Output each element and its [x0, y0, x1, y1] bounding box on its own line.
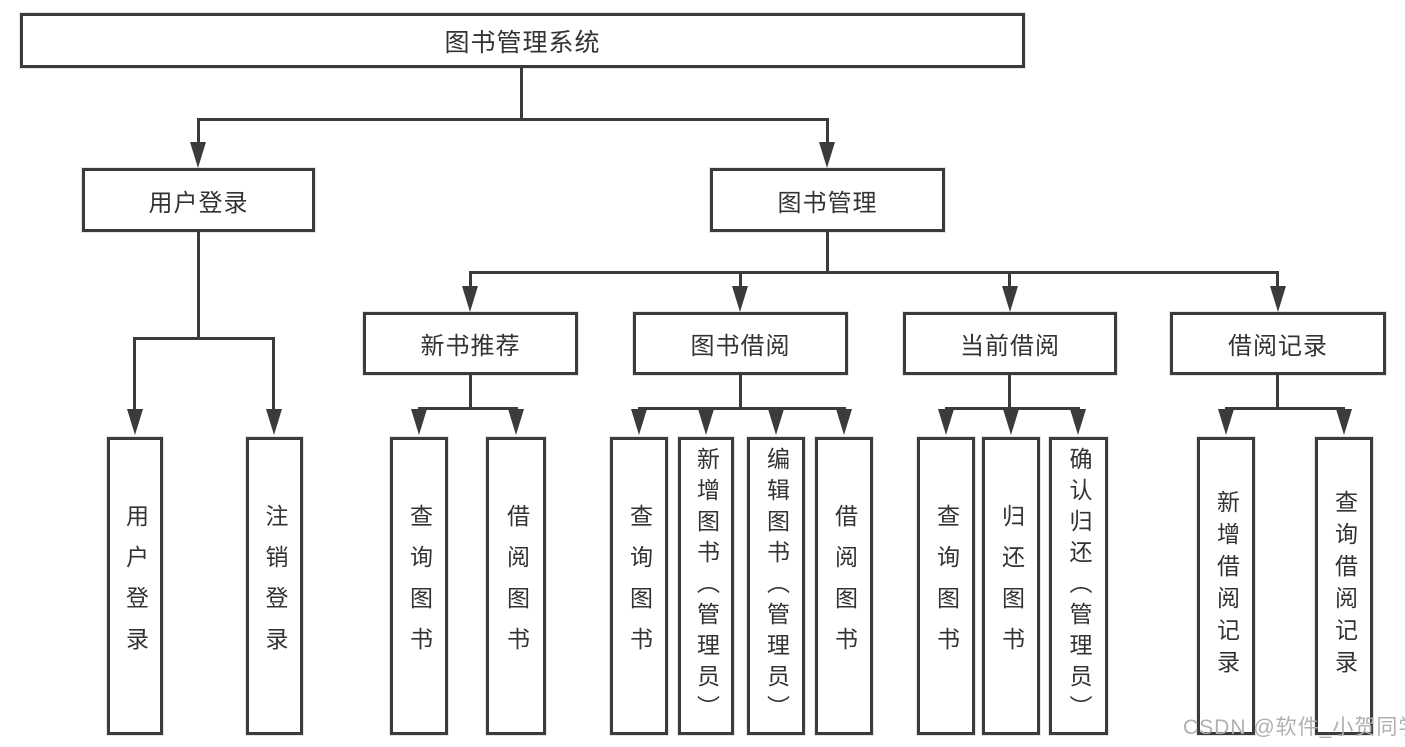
leaf-edit-books-admin: 编辑图书（管理员）	[747, 437, 805, 735]
connector-vline	[1008, 375, 1011, 407]
leaf-label: 用户登录	[122, 504, 149, 668]
connector-vline	[739, 375, 742, 407]
leaf-return-books: 归还图书	[982, 437, 1040, 735]
arrowhead-down-icon	[411, 409, 427, 435]
arrowhead-down-icon	[836, 409, 852, 435]
connector-vline	[197, 232, 200, 337]
leaf-logout: 注销登录	[246, 437, 303, 735]
arrowhead-down-icon	[1336, 409, 1352, 435]
arrowhead-down-icon	[938, 409, 954, 435]
leaf-label: 查询图书	[933, 504, 960, 668]
node-label: 图书管理	[777, 189, 878, 217]
connector-hline	[197, 118, 829, 121]
leaf-borrow-books: 借阅图书	[815, 437, 873, 735]
leaf-label: 查询图书	[406, 504, 433, 668]
arrowhead-down-icon	[768, 409, 784, 435]
arrowhead-down-icon	[698, 409, 714, 435]
node-label: 当前借阅	[960, 333, 1060, 360]
arrowhead-down-icon	[1003, 409, 1019, 435]
leaf-add-borrow-record: 新增借阅记录	[1197, 437, 1255, 735]
watermark: CSDN @软件_小贺同学	[1183, 716, 1405, 739]
arrowhead-down-icon	[1070, 409, 1086, 435]
arrowhead-down-icon	[127, 409, 143, 435]
arrowhead-down-icon	[1002, 286, 1018, 312]
leaf-label: 编辑图书（管理员）	[763, 446, 790, 726]
connector-vline	[1276, 375, 1279, 407]
connector-hline	[469, 271, 1279, 274]
node-label: 借阅记录	[1228, 333, 1328, 360]
leaf-user-login: 用户登录	[107, 437, 163, 735]
connector-vline	[826, 118, 829, 142]
node-borrow-records: 借阅记录	[1170, 312, 1386, 375]
connector-vline	[1276, 271, 1279, 286]
leaf-label: 借阅图书	[831, 504, 858, 668]
connector-vline	[272, 337, 275, 409]
connector-vline	[826, 232, 829, 271]
node-label: 用户登录	[148, 189, 249, 217]
leaf-label: 查询借阅记录	[1331, 490, 1358, 682]
leaf-label: 新增借阅记录	[1213, 490, 1240, 682]
connector-vline	[469, 271, 472, 286]
node-new-book-recommend: 新书推荐	[363, 312, 578, 375]
leaf-label: 借阅图书	[503, 504, 530, 668]
node-book-borrow: 图书借阅	[633, 312, 848, 375]
leaf-add-books-admin: 新增图书（管理员）	[678, 437, 734, 735]
leaf-label: 查询图书	[626, 504, 653, 668]
leaf-query-books-recommend: 查询图书	[390, 437, 448, 735]
connector-hline	[418, 407, 518, 410]
connector-vline	[197, 118, 200, 142]
leaf-confirm-return-admin: 确认归还（管理员）	[1049, 437, 1108, 735]
leaf-query-borrow-record: 查询借阅记录	[1315, 437, 1373, 735]
node-book-management: 图书管理	[710, 168, 945, 232]
arrowhead-down-icon	[1270, 286, 1286, 312]
node-label: 新书推荐	[420, 333, 521, 360]
leaf-query-books-borrow: 查询图书	[610, 437, 668, 735]
arrowhead-down-icon	[190, 142, 206, 168]
node-library-management-system: 图书管理系统	[20, 13, 1025, 68]
arrowhead-down-icon	[1218, 409, 1234, 435]
node-label: 图书借阅	[690, 333, 791, 360]
leaf-label: 注销登录	[262, 504, 288, 668]
connector-vline	[739, 271, 742, 286]
arrowhead-down-icon	[266, 409, 282, 435]
connector-hline	[638, 407, 846, 410]
node-current-borrow: 当前借阅	[903, 312, 1117, 375]
arrowhead-down-icon	[462, 286, 478, 312]
connector-vline	[469, 375, 472, 407]
leaf-query-books-current: 查询图书	[917, 437, 975, 735]
arrowhead-down-icon	[732, 286, 748, 312]
connector-vline	[1008, 271, 1011, 286]
leaf-label: 确认归还（管理员）	[1066, 446, 1092, 726]
node-label: 图书管理系统	[444, 28, 601, 57]
connector-vline	[520, 67, 523, 118]
connector-hline	[133, 337, 274, 340]
node-user-login: 用户登录	[82, 168, 315, 232]
connector-hline	[1225, 407, 1345, 410]
arrowhead-down-icon	[631, 409, 647, 435]
arrowhead-down-icon	[508, 409, 524, 435]
connector-vline	[133, 337, 136, 409]
arrowhead-down-icon	[819, 142, 835, 168]
leaf-label: 新增图书（管理员）	[693, 446, 720, 726]
leaf-label: 归还图书	[998, 504, 1025, 668]
leaf-borrow-books-recommend: 借阅图书	[486, 437, 546, 735]
connector-hline	[945, 407, 1080, 410]
